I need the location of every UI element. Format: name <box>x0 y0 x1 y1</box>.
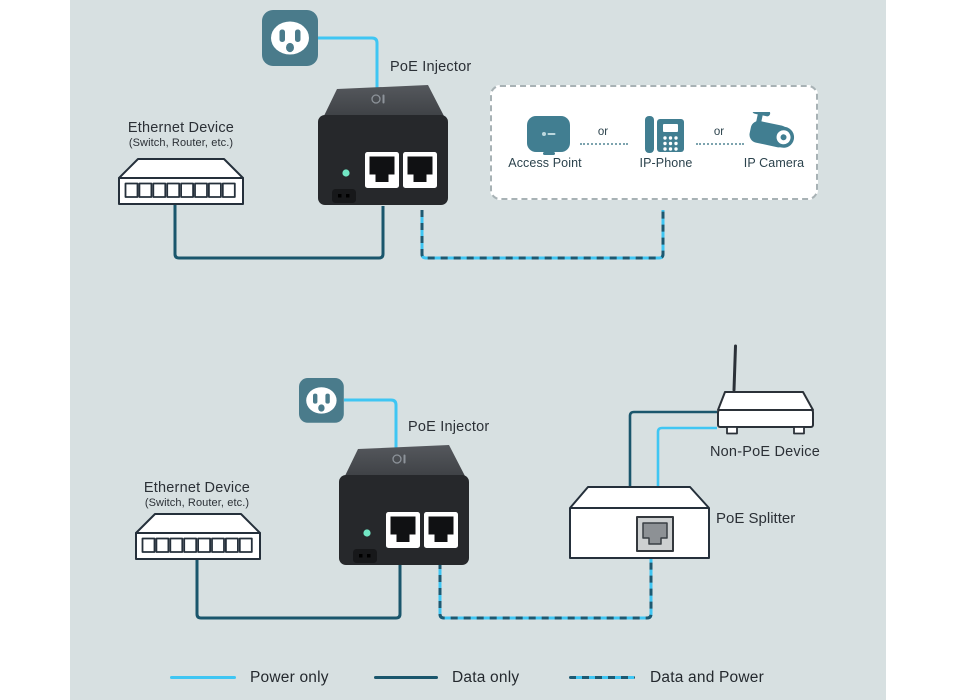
legend-data-only-label: Data only <box>452 669 520 686</box>
power-line-top <box>318 36 379 95</box>
non-poe-device-label: Non-PoE Device <box>710 444 820 460</box>
poe-splitter-label: PoE Splitter <box>716 510 796 527</box>
ethernet-switch-device-bottom <box>135 513 261 560</box>
ip-camera-label: IP Camera <box>743 156 805 170</box>
poe-injector-label-top: PoE Injector <box>390 59 472 75</box>
ethernet-device-sublabel-bottom: (Switch, Router, etc.) <box>144 497 250 509</box>
ip-phone-label: IP-Phone <box>639 156 693 170</box>
legend-power-only-label: Power only <box>250 669 329 686</box>
or-separator-1: or <box>597 126 609 138</box>
access-point-label: Access Point <box>508 156 582 170</box>
ip-phone-icon <box>645 116 684 153</box>
ip-camera-icon <box>749 112 795 148</box>
poe-injector-label-bottom: PoE Injector <box>408 419 490 435</box>
ethernet-device-label-top: Ethernet Device <box>127 120 235 136</box>
legend-data-and-power-line <box>569 676 635 679</box>
poe-injector-device-bottom <box>338 444 470 566</box>
or-dotted-line-2 <box>696 143 744 145</box>
poe-injector-device-top <box>317 84 449 206</box>
access-point-icon <box>527 116 570 155</box>
power-outlet-icon-bottom <box>299 378 344 423</box>
ethernet-device-label-bottom: Ethernet Device <box>143 480 251 496</box>
legend-data-and-power-label: Data and Power <box>650 669 764 686</box>
or-dotted-line-1 <box>580 143 628 145</box>
or-separator-2: or <box>713 126 725 138</box>
ethernet-switch-device-top <box>118 158 244 205</box>
ethernet-device-sublabel-top: (Switch, Router, etc.) <box>128 137 234 149</box>
antenna <box>732 344 737 392</box>
splitter-power-line <box>656 426 717 486</box>
power-line-bottom <box>344 398 398 452</box>
rj45-port <box>636 516 674 552</box>
legend-power-only-line <box>170 676 236 679</box>
legend-data-only-line <box>374 676 438 679</box>
data-line-bottom <box>195 558 402 620</box>
router-device <box>717 344 814 435</box>
poe-splitter-device <box>569 486 710 559</box>
data-line-top <box>173 203 385 260</box>
data-power-line-bottom <box>438 556 653 620</box>
splitter-data-line <box>628 410 717 486</box>
power-outlet-icon-top <box>262 10 318 66</box>
data-power-line-top <box>420 210 665 260</box>
